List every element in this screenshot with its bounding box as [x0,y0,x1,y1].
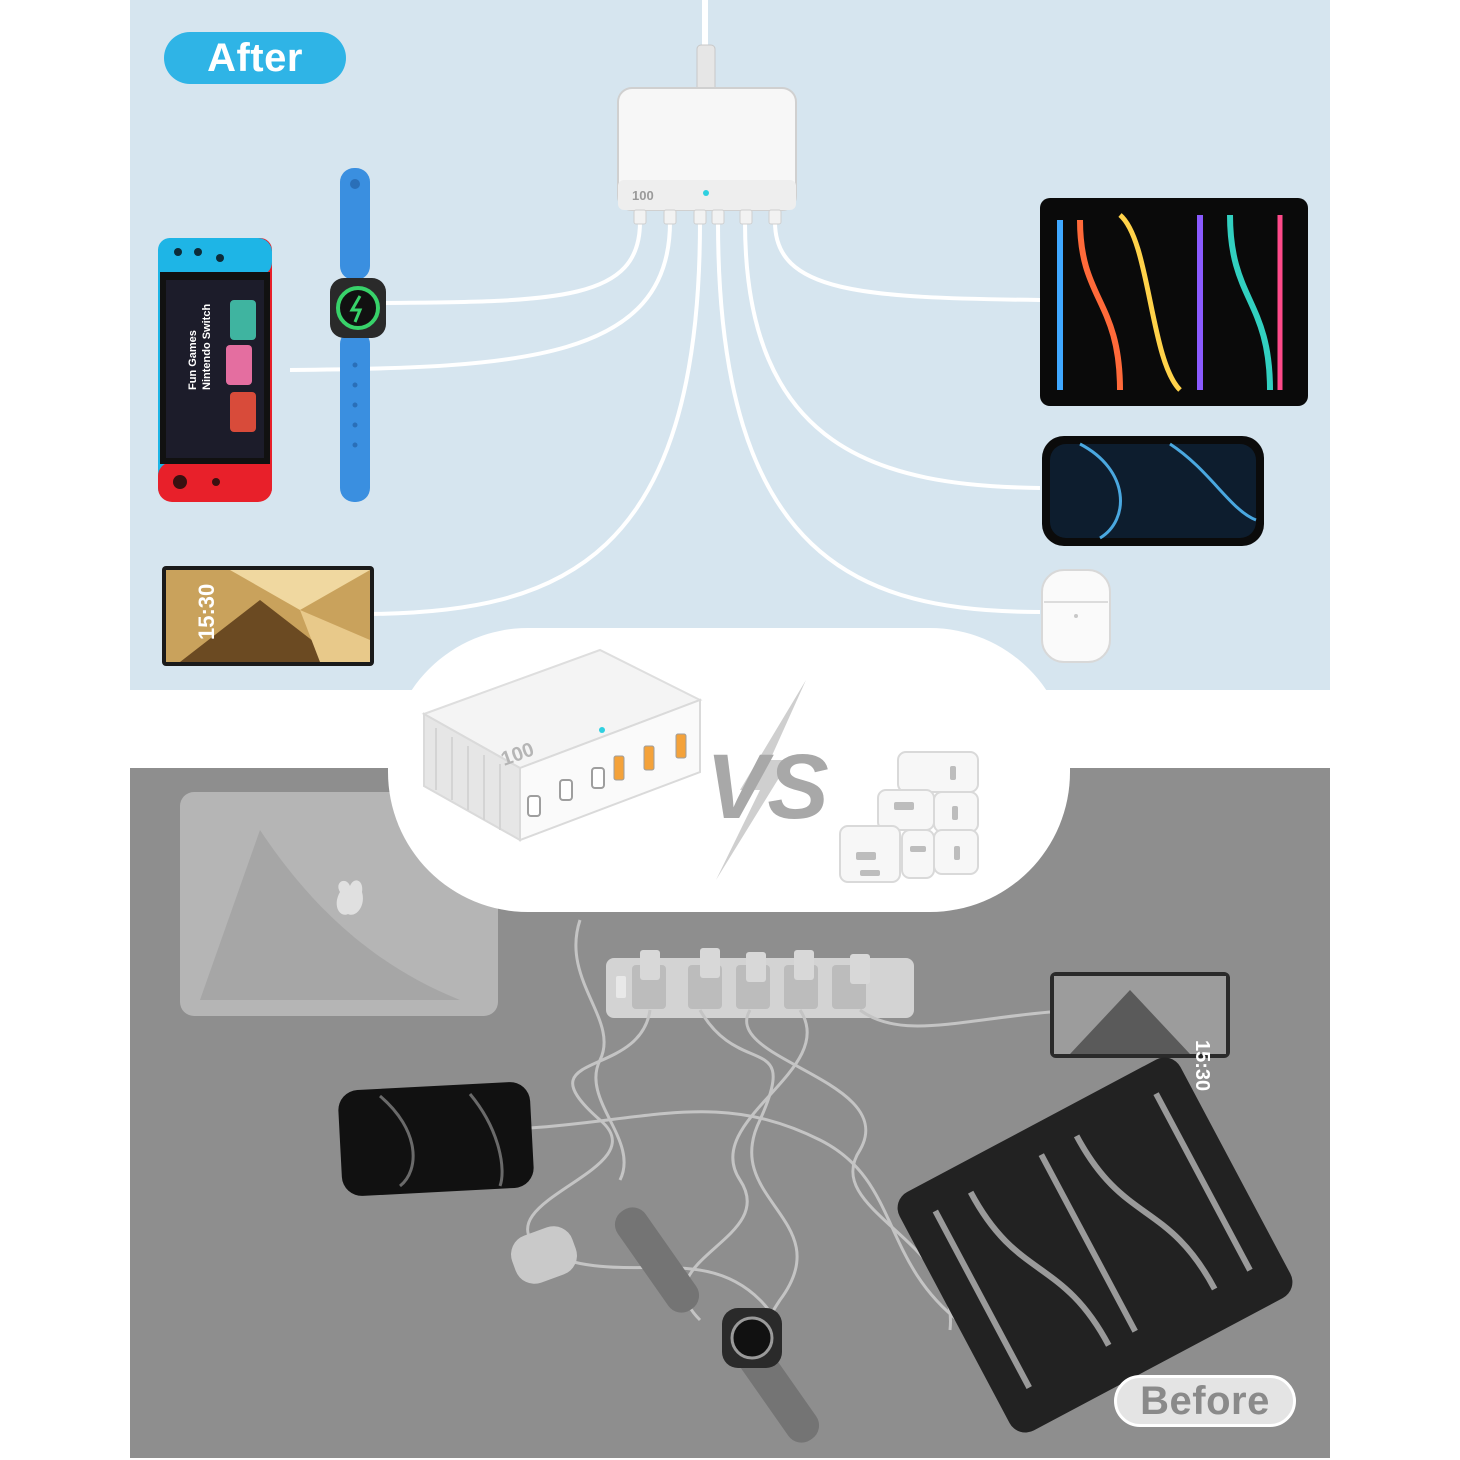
after-cables [289,0,1041,616]
switch-screen-text-line2: Nintendo Switch [201,304,213,390]
phone-gold-after: 15:30 [162,566,374,666]
versus-mark: VS [706,680,829,880]
smart-watch-before [614,1207,820,1443]
after-badge: After [164,32,346,84]
phone-clock-after: 15:30 [194,584,219,640]
earbuds-case-before [511,1226,577,1284]
versus-label: VS [706,736,829,838]
tangled-cables-before [526,919,1051,1422]
power-strip-before [606,948,914,1018]
phone-clock-before: 15:30 [1191,1040,1213,1091]
before-badge: Before [1114,1375,1296,1427]
earbuds-case-after [1041,569,1111,663]
charger-hub-large: 100 [421,648,703,842]
tablet-after [1040,198,1308,406]
charger-hub-after: 100 [617,87,797,225]
small-chargers-stack [839,751,979,883]
hub-wattage-label: 100 [632,188,654,203]
phone-dark-after [1042,436,1264,546]
phone-grey-before: 15:30 [1050,972,1230,1091]
phone-dark-before [338,1082,534,1196]
tablet-before [897,1057,1293,1433]
smart-watch-after [330,168,386,502]
nintendo-switch: Fun Games Nintendo Switch [158,238,272,502]
switch-screen-text-line1: Fun Games [187,330,199,390]
